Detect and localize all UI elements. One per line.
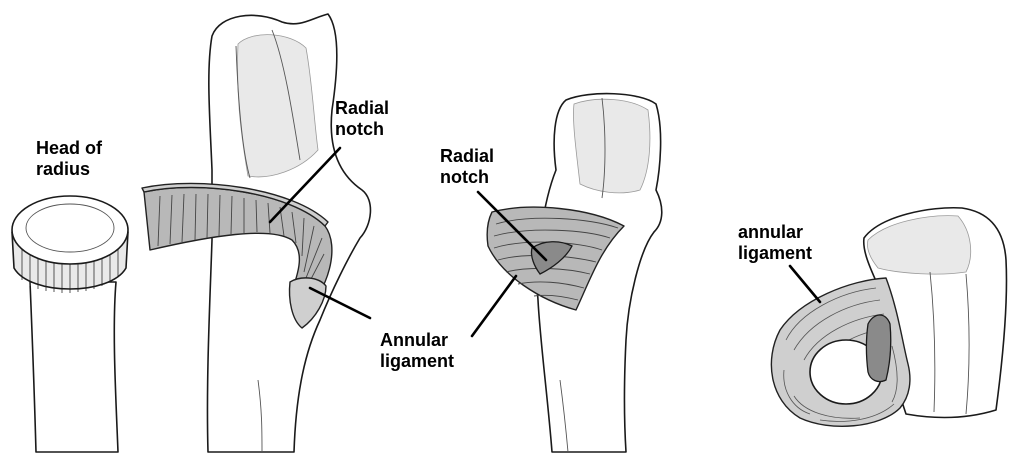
label-annular-ligament-1-line1: Annular xyxy=(380,330,454,351)
radius-head-top xyxy=(12,196,128,264)
leader-annular-ligament-3 xyxy=(790,266,820,302)
label-annular-ligament-2: annular ligament xyxy=(738,222,812,264)
label-radial-notch-2-line1: Radial xyxy=(440,146,494,167)
label-radial-notch-1-line2: notch xyxy=(335,119,389,140)
trochlear-notch xyxy=(237,35,318,177)
label-radial-notch-2-line2: notch xyxy=(440,167,494,188)
radius-head-figure xyxy=(12,196,128,452)
label-head-of-radius-line2: radius xyxy=(36,159,102,180)
label-annular-ligament-2-line1: annular xyxy=(738,222,812,243)
label-annular-ligament-1: Annular ligament xyxy=(380,330,454,372)
label-annular-ligament-1-line2: ligament xyxy=(380,351,454,372)
label-annular-ligament-2-line2: ligament xyxy=(738,243,812,264)
olecranon-face xyxy=(573,99,649,193)
ulna-figure xyxy=(142,14,370,452)
leader-annular-ligament-2 xyxy=(472,276,516,336)
label-radial-notch-1-line1: Radial xyxy=(335,98,389,119)
label-radial-notch-1: Radial notch xyxy=(335,98,389,140)
label-head-of-radius-line1: Head of xyxy=(36,138,102,159)
ulna-anterior-figure xyxy=(487,94,662,452)
radial-notch-top xyxy=(867,315,891,382)
label-radial-notch-2: Radial notch xyxy=(440,146,494,188)
radius-shaft xyxy=(30,282,118,452)
label-head-of-radius: Head of radius xyxy=(36,138,102,180)
